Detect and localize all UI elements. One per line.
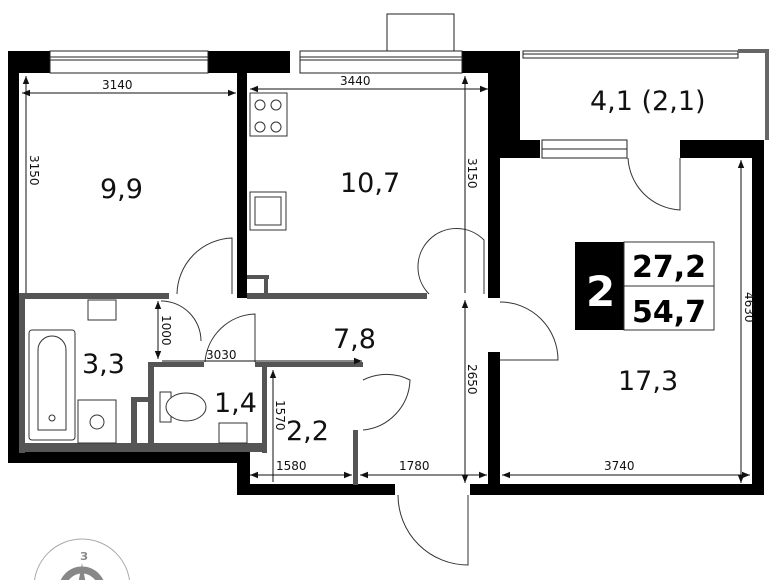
bath-sink-icon: [87, 299, 117, 321]
room-area-storage: 2,2: [286, 416, 329, 447]
windows: [49, 13, 739, 159]
room-area-living: 17,3: [618, 366, 678, 397]
dim-hall-depth: 2650: [465, 364, 479, 395]
summary-badge: 2 27,2 54,7: [575, 241, 715, 331]
dim-kitchen-width: 3440: [340, 74, 371, 88]
dim-living-width: 3740: [604, 459, 635, 473]
dim-storage-width: 1580: [276, 459, 307, 473]
living-area-value: 27,2: [632, 250, 706, 285]
room-area-wc: 1,4: [214, 388, 257, 419]
dim-bath-passage: 1000: [159, 315, 173, 346]
dim-kitchen-depth: 3150: [465, 158, 479, 189]
room-area-bedroom: 9,9: [100, 174, 143, 205]
dim-storage-depth: 1570: [273, 400, 287, 431]
fixtures: [28, 92, 288, 444]
wc-sink-icon: [218, 422, 248, 444]
room-area-hall: 7,8: [333, 324, 376, 355]
rooms-count: 2: [586, 267, 615, 316]
room-area-balcony: 4,1 (2,1): [590, 86, 706, 117]
toilet-icon: [165, 392, 207, 422]
dim-living-depth: 4630: [742, 292, 756, 323]
dim-entry-width: 1780: [399, 459, 430, 473]
dim-bedroom-width: 3140: [102, 78, 133, 92]
compass-icon: З: [34, 538, 130, 580]
dimension-lines: [22, 76, 750, 483]
doors: [160, 157, 681, 566]
room-area-kitchen: 10,7: [340, 168, 400, 199]
room-area-bathroom: 3,3: [82, 349, 125, 380]
compass-label: З: [80, 550, 88, 563]
partitions: [19, 275, 427, 485]
dim-hall-length: 3030: [206, 348, 237, 362]
total-area-value: 54,7: [632, 295, 706, 330]
exterior-walls: [8, 51, 764, 495]
dim-bedroom-depth: 3150: [27, 155, 41, 186]
